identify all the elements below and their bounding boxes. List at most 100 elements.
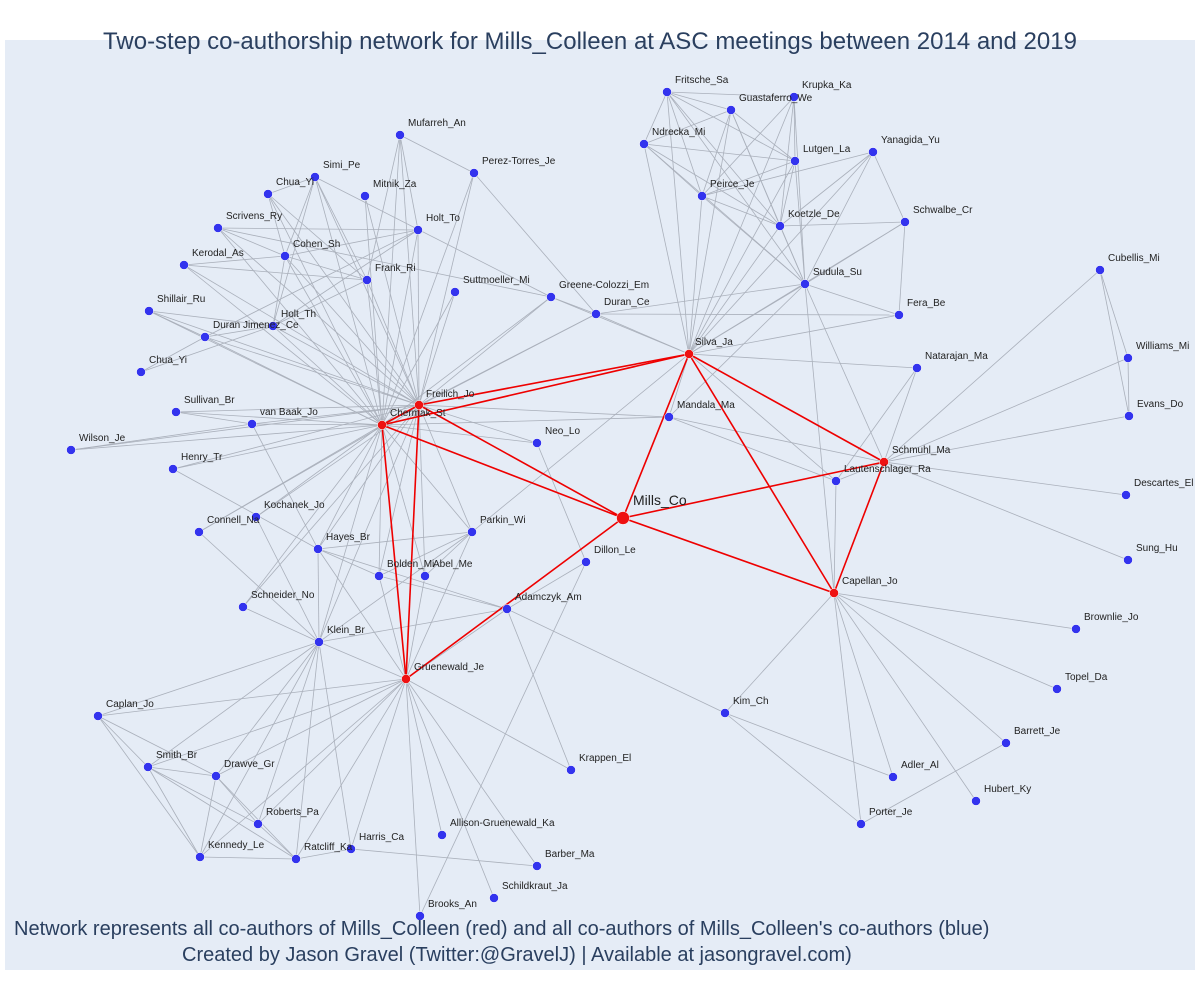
edge	[314, 176, 383, 426]
blue-node[interactable]	[664, 412, 674, 422]
red-node[interactable]	[684, 349, 694, 359]
blue-node[interactable]	[1095, 265, 1105, 275]
blue-node[interactable]	[1001, 738, 1011, 748]
blue-node[interactable]	[894, 310, 904, 320]
blue-node[interactable]	[546, 292, 556, 302]
blue-node[interactable]	[532, 861, 542, 871]
node-label: Fritsche_Sa	[675, 75, 729, 86]
node-label: Koetzle_De	[788, 209, 840, 220]
blue-node[interactable]	[800, 279, 810, 289]
blue-node[interactable]	[413, 225, 423, 235]
blue-node[interactable]	[238, 602, 248, 612]
blue-node[interactable]	[581, 557, 591, 567]
node-label: Bolden_Mi	[387, 559, 434, 570]
blue-node[interactable]	[200, 332, 210, 342]
blue-node[interactable]	[775, 221, 785, 231]
blue-node[interactable]	[213, 223, 223, 233]
blue-node[interactable]	[1123, 353, 1133, 363]
red-edge	[381, 404, 420, 426]
blue-node[interactable]	[310, 172, 320, 182]
blue-node[interactable]	[420, 571, 430, 581]
blue-node[interactable]	[251, 512, 261, 522]
edge	[295, 678, 407, 860]
edge	[417, 229, 420, 406]
blue-node[interactable]	[489, 893, 499, 903]
blue-node[interactable]	[263, 189, 273, 199]
edge	[272, 325, 383, 426]
blue-node[interactable]	[469, 168, 479, 178]
edge	[381, 424, 426, 577]
blue-node[interactable]	[790, 156, 800, 166]
blue-node[interactable]	[362, 275, 372, 285]
edge	[595, 283, 806, 315]
node-label: Porter_Je	[869, 807, 913, 818]
blue-node[interactable]	[1121, 490, 1131, 500]
blue-node[interactable]	[415, 911, 425, 921]
blue-node[interactable]	[136, 367, 146, 377]
red-node[interactable]	[377, 420, 387, 430]
blue-node[interactable]	[247, 419, 257, 429]
red-node[interactable]	[879, 457, 889, 467]
blue-node[interactable]	[1052, 684, 1062, 694]
blue-node[interactable]	[346, 844, 356, 854]
blue-node[interactable]	[831, 476, 841, 486]
blue-node[interactable]	[195, 852, 205, 862]
blue-node[interactable]	[467, 527, 477, 537]
blue-node[interactable]	[1123, 555, 1133, 565]
blue-node[interactable]	[144, 306, 154, 316]
blue-node[interactable]	[171, 407, 181, 417]
node-label: Kim_Ch	[733, 696, 769, 707]
center-node[interactable]	[616, 511, 630, 525]
blue-node[interactable]	[395, 130, 405, 140]
blue-node[interactable]	[93, 711, 103, 721]
blue-node[interactable]	[268, 321, 278, 331]
blue-node[interactable]	[726, 105, 736, 115]
blue-node[interactable]	[253, 819, 263, 829]
blue-node[interactable]	[168, 464, 178, 474]
blue-node[interactable]	[194, 527, 204, 537]
blue-node[interactable]	[437, 830, 447, 840]
blue-node[interactable]	[502, 604, 512, 614]
blue-node[interactable]	[900, 217, 910, 227]
blue-node[interactable]	[856, 819, 866, 829]
blue-node[interactable]	[374, 571, 384, 581]
blue-node[interactable]	[888, 772, 898, 782]
blue-node[interactable]	[66, 445, 76, 455]
red-node[interactable]	[829, 588, 839, 598]
edge	[471, 353, 690, 533]
blue-node[interactable]	[314, 637, 324, 647]
blue-node[interactable]	[720, 708, 730, 718]
blue-node[interactable]	[360, 191, 370, 201]
blue-node[interactable]	[971, 796, 981, 806]
blue-node[interactable]	[291, 854, 301, 864]
edge	[833, 592, 1077, 630]
blue-node[interactable]	[1124, 411, 1134, 421]
blue-node[interactable]	[450, 287, 460, 297]
blue-node[interactable]	[868, 147, 878, 157]
edge	[70, 404, 420, 451]
blue-node[interactable]	[566, 765, 576, 775]
blue-node[interactable]	[789, 92, 799, 102]
node-label: Freilich_Jo	[426, 389, 475, 400]
blue-node[interactable]	[591, 309, 601, 319]
blue-node[interactable]	[179, 260, 189, 270]
edge	[835, 367, 918, 482]
edge	[97, 715, 149, 768]
blue-node[interactable]	[143, 762, 153, 772]
edge	[255, 516, 320, 643]
edge	[701, 96, 795, 197]
blue-node[interactable]	[1071, 624, 1081, 634]
edge	[381, 424, 473, 533]
red-edge	[405, 517, 624, 680]
node-label: Mandala_Ma	[677, 400, 735, 411]
blue-node[interactable]	[313, 544, 323, 554]
blue-node[interactable]	[697, 191, 707, 201]
red-node[interactable]	[401, 674, 411, 684]
blue-node[interactable]	[211, 771, 221, 781]
blue-node[interactable]	[532, 438, 542, 448]
blue-node[interactable]	[662, 87, 672, 97]
blue-node[interactable]	[280, 251, 290, 261]
blue-node[interactable]	[639, 139, 649, 149]
blue-node[interactable]	[912, 363, 922, 373]
red-node[interactable]	[414, 400, 424, 410]
